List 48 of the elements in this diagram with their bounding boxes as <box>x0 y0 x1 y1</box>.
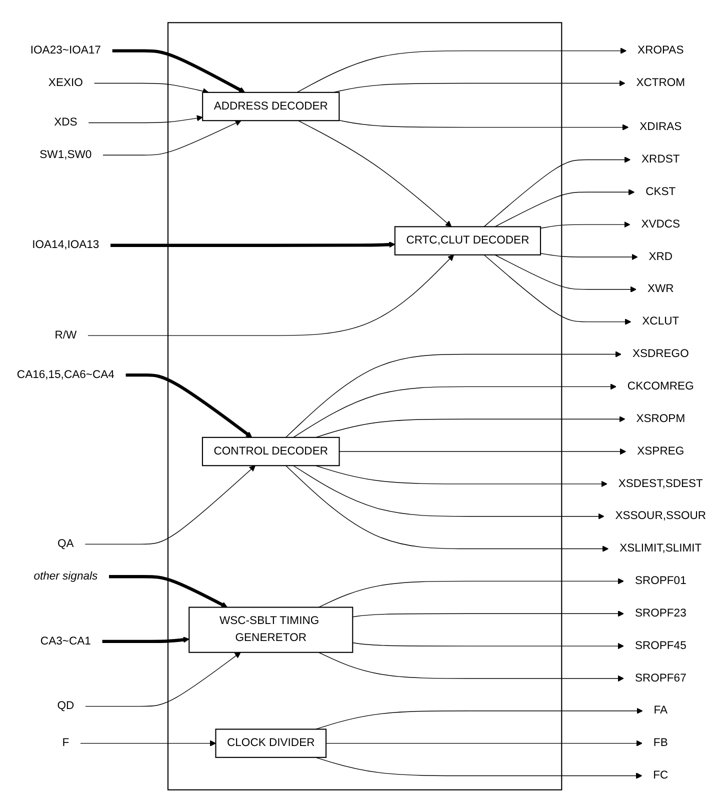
signal-name: XDS <box>42 108 89 137</box>
arrow <box>285 465 609 552</box>
arrow <box>102 120 242 156</box>
arrow <box>80 740 216 746</box>
arrow <box>298 120 452 227</box>
arrow <box>315 465 608 487</box>
arrow <box>84 465 256 544</box>
signal-name: SROPF23 <box>624 599 698 628</box>
block-box: CRTC,CLUT DECODER <box>394 226 542 256</box>
signal-name: SROPF45 <box>624 632 698 660</box>
arrow <box>352 610 624 618</box>
block-box: CONTROL DECODER <box>202 436 340 466</box>
block-box: WSC-SBLT TIMING GENERETOR <box>188 606 354 653</box>
arrow <box>112 49 246 92</box>
arrow <box>494 254 636 292</box>
signal-name: SROPF01 <box>624 566 698 596</box>
signal-name: FB <box>642 728 680 758</box>
arrow <box>540 221 630 228</box>
arrow <box>88 114 203 123</box>
arrow <box>292 465 604 520</box>
arrow <box>318 652 624 682</box>
arrow <box>315 756 642 779</box>
arrow <box>338 448 626 454</box>
arrow <box>110 241 396 248</box>
arrow <box>352 642 624 649</box>
arrow <box>338 120 629 130</box>
arrow <box>85 652 241 706</box>
signal-name: XSDREGO <box>621 340 700 368</box>
arrow <box>108 574 228 608</box>
arrow <box>540 252 638 260</box>
signal-name: XWR <box>636 275 686 304</box>
arrow <box>296 48 627 93</box>
signal-name: XSDEST,SDEST <box>607 470 714 498</box>
arrow <box>326 740 642 746</box>
arrow <box>88 254 454 336</box>
arrow <box>126 373 252 438</box>
block-box: ADDRESS DECODER <box>202 92 340 121</box>
arrow <box>102 636 190 643</box>
arrow <box>484 254 632 325</box>
signal-name: SROPF67 <box>624 664 698 692</box>
arrow <box>494 188 635 227</box>
arrow <box>318 578 624 608</box>
block-box: CLOCK DIVIDER <box>215 728 327 758</box>
arrow <box>94 82 209 94</box>
arrow <box>484 156 631 227</box>
signal-name: CKCOMREG <box>616 372 706 401</box>
arrow <box>285 350 622 438</box>
arrow <box>292 383 616 438</box>
